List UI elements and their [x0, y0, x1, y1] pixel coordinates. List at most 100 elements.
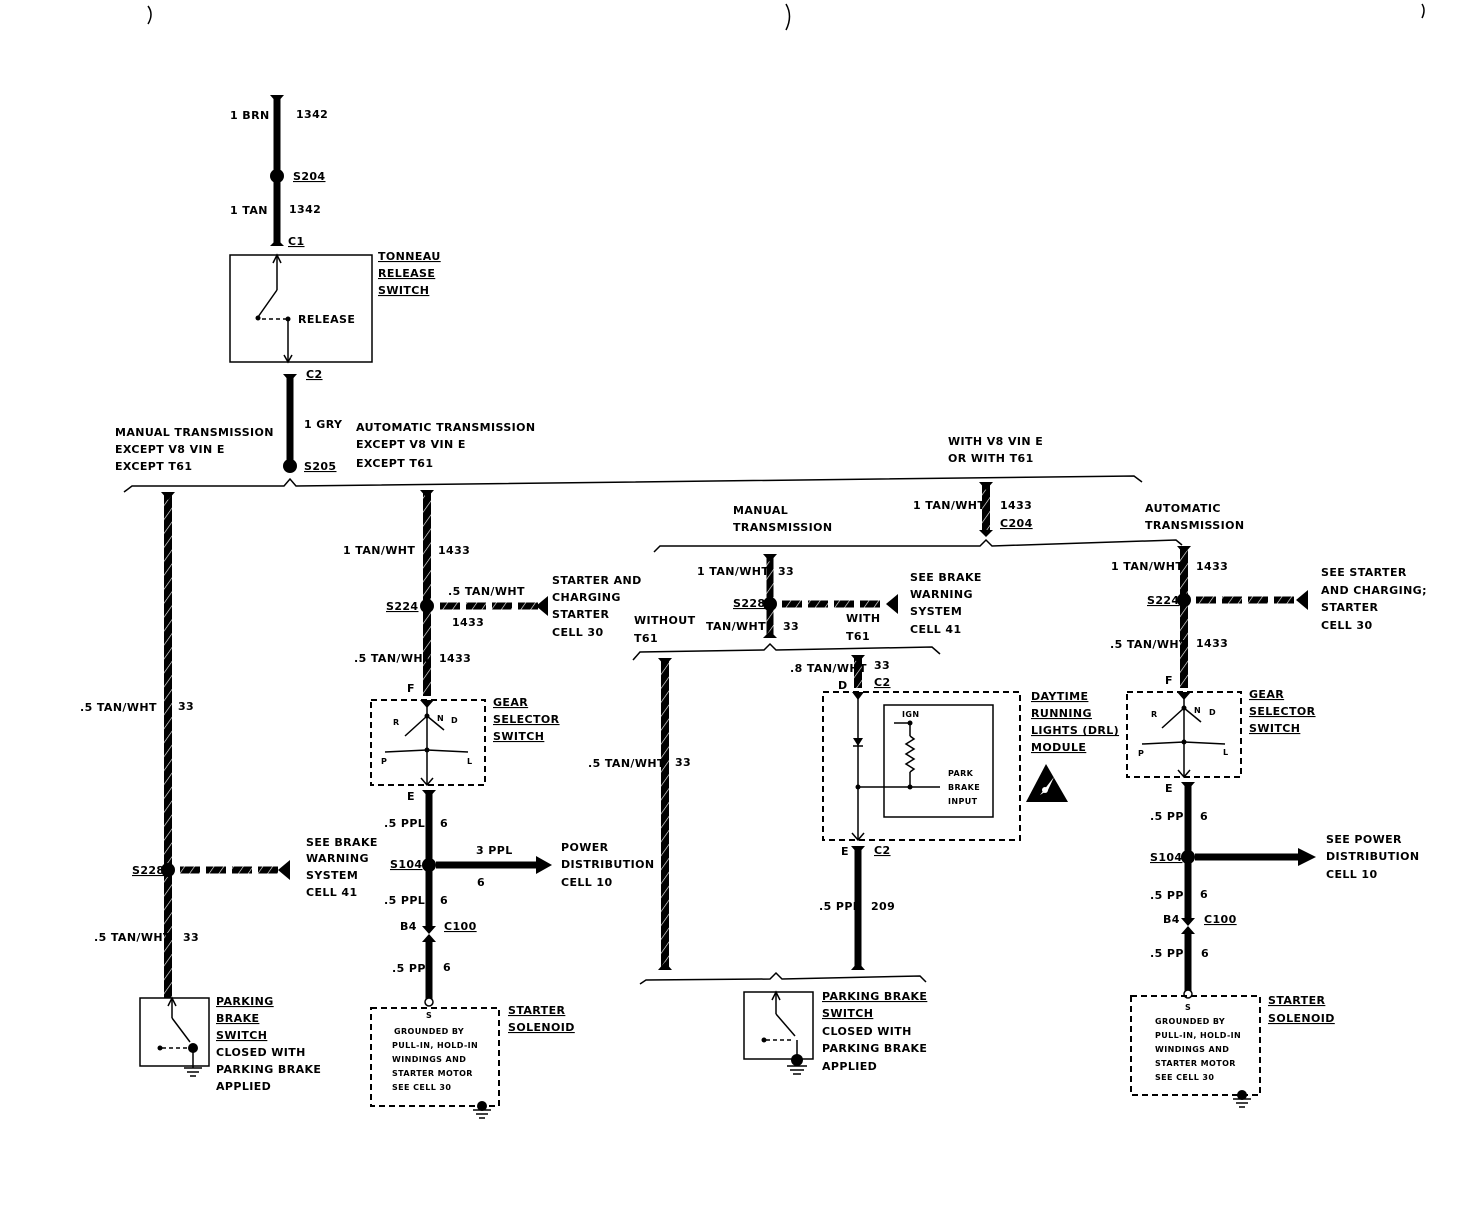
col2-pos-r: R [393, 718, 400, 727]
col4-g-3: WINDINGS AND [1155, 1045, 1229, 1054]
col1-sw-2: BRAKE [216, 1012, 259, 1025]
tonneau-title-2: RELEASE [378, 267, 435, 280]
col3-left-circuit: 33 [675, 756, 691, 769]
col2-w2-circuit: 1433 [439, 652, 471, 665]
col4-conn: C100 [1204, 913, 1237, 926]
col3-park-1: PARK [948, 769, 974, 778]
col3-out-color: .5 PPL [819, 900, 860, 913]
col3-park-3: INPUT [948, 797, 978, 806]
v8-label-2: OR WITH T61 [948, 452, 1034, 465]
col3-conn-c2b: C2 [874, 844, 891, 857]
col4-w1-circuit: 1433 [1196, 560, 1228, 573]
col4-pwr-2: DISTRIBUTION [1326, 850, 1419, 863]
col4-pos-r: R [1151, 710, 1158, 719]
col3-sw-2: SWITCH [822, 1007, 873, 1020]
col4-gear-3: SWITCH [1249, 722, 1300, 735]
col4-g-1: GROUNDED BY [1155, 1017, 1225, 1026]
col2-pwr-color: 3 PPL [476, 844, 513, 857]
col4-pos-l: L [1223, 748, 1229, 757]
col3-park-2: BRAKE [948, 783, 980, 792]
col3-splice: S228 [733, 597, 765, 610]
col3-term-e: E [841, 845, 849, 858]
col2-pin: B4 [400, 920, 417, 933]
col3-drl-1: DAYTIME [1031, 690, 1088, 703]
col3-drl-3: LIGHTS (DRL) [1031, 724, 1119, 737]
col4-splice2: S104 [1150, 851, 1182, 864]
v8-wire-circuit: 1433 [1000, 499, 1032, 512]
col4-see-2: AND CHARGING; [1321, 584, 1427, 597]
connector-c1: C1 [288, 235, 305, 248]
col1-sw-1: PARKING [216, 995, 274, 1008]
col2-conn: C100 [444, 920, 477, 933]
col2-g-3: WINDINGS AND [392, 1055, 466, 1064]
v8-manual-1: MANUAL [733, 504, 788, 517]
scan-mark [785, 3, 791, 31]
col3-sw-1: PARKING BRAKE [822, 990, 927, 1003]
col2-see-3: STARTER [552, 608, 609, 621]
col2-see-1: STARTER AND [552, 574, 642, 587]
col4-w3-circuit: 6 [1200, 810, 1208, 823]
wire-3-color: 1 GRY [304, 418, 343, 431]
col3-drl-2: RUNNING [1031, 707, 1092, 720]
col4-w2-circuit: 1433 [1196, 637, 1228, 650]
lower-feed: C2 1 GRY S205 [283, 368, 343, 473]
auto-label-1: AUTOMATIC TRANSMISSION [356, 421, 536, 434]
col2-pwr-1: POWER [561, 841, 609, 854]
col2-w2-color: .5 TAN/WHT [354, 652, 431, 665]
col3-see-3: SYSTEM [910, 605, 962, 618]
manual-label-1: MANUAL TRANSMISSION [115, 426, 274, 439]
col2-w1-color: 1 TAN/WHT [343, 544, 415, 557]
col2-w1-circuit: 1433 [438, 544, 470, 557]
tonneau-title-3: SWITCH [378, 284, 429, 297]
col4-term-s: S [1185, 1003, 1191, 1012]
col1-sw-3: SWITCH [216, 1029, 267, 1042]
col2-pos-p: P [381, 757, 387, 766]
col1-splice: S228 [132, 864, 164, 877]
col4-w5-circuit: 6 [1201, 947, 1209, 960]
col3-w2-circuit: 33 [783, 620, 799, 633]
col2-sol-1: STARTER [508, 1004, 565, 1017]
col3-drl-in-color: .8 TAN/WHT [790, 662, 867, 675]
col4-g-4: STARTER MOTOR [1155, 1059, 1236, 1068]
scan-mark [147, 5, 152, 25]
col2-pos-n: N [437, 714, 444, 723]
col2-w5-color: .5 PPL [392, 962, 433, 975]
wire-1-circuit: 1342 [296, 108, 328, 121]
col1-see-4: CELL 41 [306, 886, 358, 899]
col2-g-2: PULL-IN, HOLD-IN [392, 1041, 478, 1050]
col3-w2-color: TAN/WHT [706, 620, 766, 633]
col2-see-2: CHARGING [552, 591, 621, 604]
col4-w2-color: .5 TAN/WHT [1110, 638, 1187, 651]
col3-ign: IGN [902, 710, 919, 719]
col4-term-e: E [1165, 782, 1173, 795]
release-label: RELEASE [298, 313, 355, 326]
col2-pwr-2: DISTRIBUTION [561, 858, 654, 871]
col2-term-s: S [426, 1011, 432, 1020]
col4-pos-d: D [1209, 708, 1216, 717]
column-v8-manual: 1 TAN/WHT 33 S228 SEE BRAKE WARNING SYST… [588, 554, 1119, 1075]
col4-splice: S224 [1147, 594, 1179, 607]
col2-gear-1: GEAR [493, 696, 528, 709]
col3-conn-c2: C2 [874, 676, 891, 689]
col2-w3-color: .5 PPL [384, 817, 425, 830]
col4-sol-2: SOLENOID [1268, 1012, 1335, 1025]
col1-wire-color: .5 TAN/WHT [80, 701, 157, 714]
manual-label-3: EXCEPT T61 [115, 460, 192, 473]
tonneau-title-1: TONNEAU [378, 250, 441, 263]
col4-w4-color: .5 PPL [1150, 889, 1191, 902]
top-feed: 1 BRN 1342 S204 1 TAN 1342 C1 [230, 95, 328, 248]
auto-label-2: EXCEPT V8 VIN E [356, 438, 466, 451]
col3-drl-in-circuit: 33 [874, 659, 890, 672]
col2-branch-circuit: 1433 [452, 616, 484, 629]
col2-g-5: SEE CELL 30 [392, 1083, 451, 1092]
col2-gear-2: SELECTOR [493, 713, 560, 726]
col4-pos-p: P [1138, 749, 1144, 758]
col3-see-4: CELL 41 [910, 623, 962, 636]
col3-out-circuit: 209 [871, 900, 895, 913]
col3-sw-3: CLOSED WITH [822, 1025, 912, 1038]
col3-left-color: .5 TAN/WHT [588, 757, 665, 770]
col3-without-2: T61 [634, 632, 658, 645]
col3-sw-5: APPLIED [822, 1060, 877, 1073]
column-v8-auto: 1 TAN/WHT 1433 S224 SEE STARTER AND CHAR… [1110, 546, 1427, 1108]
